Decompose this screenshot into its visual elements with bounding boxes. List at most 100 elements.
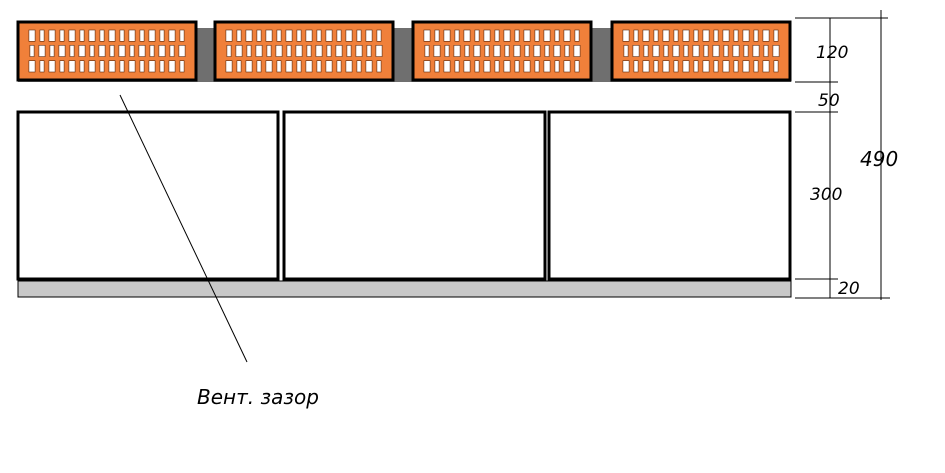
brick-hole [772,44,780,57]
brick-hole [89,44,95,57]
brick-hole [246,44,252,57]
brick-hole [762,29,770,42]
brick-hole [158,44,166,57]
brick-hole [444,44,450,57]
brick-hole [753,60,759,73]
brick-hole [88,29,96,42]
brick-hole [265,60,273,73]
brick-hole [713,29,719,42]
brick-hole [365,60,373,73]
brick-hole [68,60,76,73]
brick-hole [226,44,232,57]
brick-hole [245,29,253,42]
brick-hole [235,44,243,57]
brick-hole [662,29,670,42]
brick-hole [48,29,56,42]
brick-hole [306,44,312,57]
brick-hole [148,29,156,42]
brick-hole [148,60,156,73]
brick-hole [534,60,540,73]
brick-hole [434,60,440,73]
brick-hole [159,29,165,42]
brick-hole [79,60,85,73]
brick-hole [722,60,730,73]
brick-hole [573,44,581,57]
brick-hole [752,44,760,57]
brick-hole [723,44,729,57]
brick-hole [494,60,500,73]
brick-hole [276,29,282,42]
brick-hole [703,44,709,57]
brick-hole [108,60,116,73]
brick-hole [255,44,263,57]
brick-hole [119,29,125,42]
brick-hole [69,44,75,57]
brick-hole [524,44,530,57]
brick-hole [59,60,65,73]
brick-hole [109,44,115,57]
brick-hole [139,29,145,42]
brick-hole [733,29,739,42]
brick-hole [336,60,342,73]
brick-hole [692,44,700,57]
brick-hole [554,60,560,73]
brick-hole [78,44,86,57]
brick-hole [423,60,431,73]
brick-row [16,20,792,82]
brick-hole [305,29,313,42]
brick-hole [39,60,45,73]
brick-hole [493,44,501,57]
brick-hole [653,29,659,42]
brick-hole [663,44,669,57]
brick-hole [285,60,293,73]
brick-hole [454,60,460,73]
brick-hole [443,29,451,42]
insulation-block [547,110,792,281]
brick-hole [563,29,571,42]
brick-hole [454,29,460,42]
brick-hole [366,44,372,57]
brick-hole [108,29,116,42]
brick-hole [179,29,185,42]
brick-hole [483,60,491,73]
brick-hole [168,60,176,73]
brick-hole [513,44,521,57]
brick-hole [28,60,36,73]
brick-hole [484,44,490,57]
brick-hole [434,29,440,42]
brick-hole [732,44,740,57]
brick-hole [316,29,322,42]
brick-hole [79,29,85,42]
brick-hole [68,29,76,42]
brick-hole [473,44,481,57]
brick-hole [265,29,273,42]
insulation-block [16,110,280,281]
brick-hole [623,44,629,57]
brick-hole [653,60,659,73]
brick-hole [29,44,35,57]
brick-hole [355,44,363,57]
brick-hole [633,29,639,42]
brick-hole [652,44,660,57]
brick-hole [256,29,262,42]
insulation-block-row [16,110,792,281]
brick-hole [534,29,540,42]
brick-hole [722,29,730,42]
brick-hole [129,44,135,57]
brick-hole [38,44,46,57]
brick-hole [474,29,480,42]
brick-hole [633,60,639,73]
brick-hole [138,44,146,57]
brick-hole [28,29,36,42]
brick-hole [225,60,233,73]
brick-hole [285,29,293,42]
brick-hole [742,60,750,73]
dim-brick-layer: 120 [816,43,848,63]
brick-hole [662,60,670,73]
brick-hole [504,44,510,57]
brick-hole [296,60,302,73]
brick-hole [563,60,571,73]
brick-hole [345,29,353,42]
brick [411,20,593,82]
